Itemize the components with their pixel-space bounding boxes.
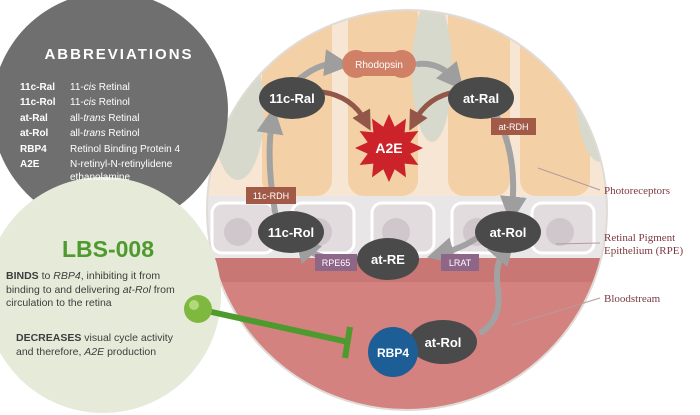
photoreceptor-cone bbox=[412, 10, 452, 142]
rbp4-label: RBP4 bbox=[377, 346, 409, 360]
abbreviation-term: RBP4 bbox=[20, 144, 47, 155]
abbreviation-term: 11c-Rol bbox=[20, 97, 56, 108]
rbp4-node: RBP4 bbox=[368, 327, 418, 377]
node-11c-rol: 11c-Rol bbox=[258, 211, 324, 253]
abbreviation-term: at-Rol bbox=[20, 128, 49, 139]
enzyme-rpe65-label: RPE65 bbox=[322, 258, 351, 268]
arrow-blood-to-rpe bbox=[479, 237, 515, 335]
a2e-label: A2E bbox=[375, 140, 402, 156]
abbreviation-definition: N-retinyl-N-retinylidene ethanolamine bbox=[70, 159, 173, 183]
inhibition-bar bbox=[342, 326, 353, 359]
abbreviations-panel-bg bbox=[0, 0, 228, 228]
node-11c-ral: 11c-Ral bbox=[259, 77, 325, 119]
arrow-to-atral bbox=[415, 60, 464, 91]
enzyme-11c-rdh-label: 11c-RDH bbox=[253, 191, 289, 201]
rpe-label-line2: Epithelium (RPE) bbox=[604, 245, 684, 257]
lbs-008-molecule bbox=[184, 295, 212, 323]
enzyme-at-rdh-label: at-RDH bbox=[498, 122, 528, 132]
lbs-008-molecule-highlight bbox=[189, 300, 199, 310]
node-at-rol-rpe: at-Rol bbox=[475, 211, 541, 253]
photoreceptor-rod bbox=[520, 10, 590, 196]
bloodstream-label: Bloodstream bbox=[604, 293, 661, 305]
rhodopsin-node: Rhodopsin bbox=[342, 50, 416, 78]
abbreviation-term: at-Ral bbox=[20, 113, 48, 124]
node-at-rol-blood: at-Rol bbox=[409, 320, 477, 364]
enzyme-rpe65: RPE65 bbox=[315, 254, 357, 271]
photoreceptors-leader bbox=[537, 167, 601, 191]
lbs-panel-bg bbox=[0, 177, 221, 413]
lbs-binds-text: BINDS to RBP4, inhibiting it from bindin… bbox=[6, 270, 175, 309]
a2e-burst: A2E bbox=[355, 114, 423, 182]
abbreviation-definition: all-trans Retinol bbox=[70, 128, 140, 139]
abbreviations-title: ABBREVIATIONS bbox=[44, 46, 194, 63]
node-at-rol-rpe-label: at-Rol bbox=[490, 225, 527, 240]
arrow-11cral-to-a2e bbox=[319, 89, 371, 131]
enzyme-lrat: LRAT bbox=[441, 254, 479, 271]
rpe-label-line1: Retinal Pigment bbox=[604, 232, 676, 244]
abbreviation-definition: Retinol Binding Protein 4 bbox=[70, 144, 181, 155]
node-at-rol-blood-label: at-Rol bbox=[425, 335, 462, 350]
enzyme-lrat-label: LRAT bbox=[449, 258, 472, 268]
node-at-re-label: at-RE bbox=[371, 252, 405, 267]
rpe-nucleus bbox=[546, 218, 574, 246]
abbreviation-definition: all-trans Retinal bbox=[70, 113, 140, 124]
node-11c-ral-label: 11c-Ral bbox=[269, 91, 315, 106]
abbreviation-definition: 11-cis Retinol bbox=[70, 97, 130, 108]
inhibition-line bbox=[197, 306, 349, 345]
abbreviation-definition: 11-cis Retinal bbox=[70, 82, 130, 93]
retina-circle-outline bbox=[206, 9, 608, 411]
a2e-star-shape bbox=[355, 114, 423, 182]
photoreceptor-cone bbox=[576, 18, 607, 162]
abbreviation-term: A2E bbox=[20, 159, 40, 170]
enzyme-11c-rdh: 11c-RDH bbox=[246, 187, 296, 204]
node-at-ral: at-Ral bbox=[448, 77, 514, 119]
rpe-nucleus bbox=[224, 218, 252, 246]
node-at-re: at-RE bbox=[357, 238, 419, 280]
node-at-ral-label: at-Ral bbox=[463, 91, 499, 106]
enzyme-at-rdh: at-RDH bbox=[491, 118, 536, 135]
node-11c-rol-label: 11c-Rol bbox=[268, 225, 314, 240]
lbs-008-title: LBS-008 bbox=[61, 236, 155, 262]
photoreceptors-label: Photoreceptors bbox=[604, 185, 670, 197]
abbreviation-term: 11c-Ral bbox=[20, 82, 56, 93]
rpe-leader bbox=[555, 242, 601, 245]
bloodstream-leader bbox=[511, 297, 601, 326]
rhodopsin-label: Rhodopsin bbox=[355, 60, 403, 71]
lbs-decreases-text: DECREASES visual cycle activity and ther… bbox=[16, 332, 173, 358]
